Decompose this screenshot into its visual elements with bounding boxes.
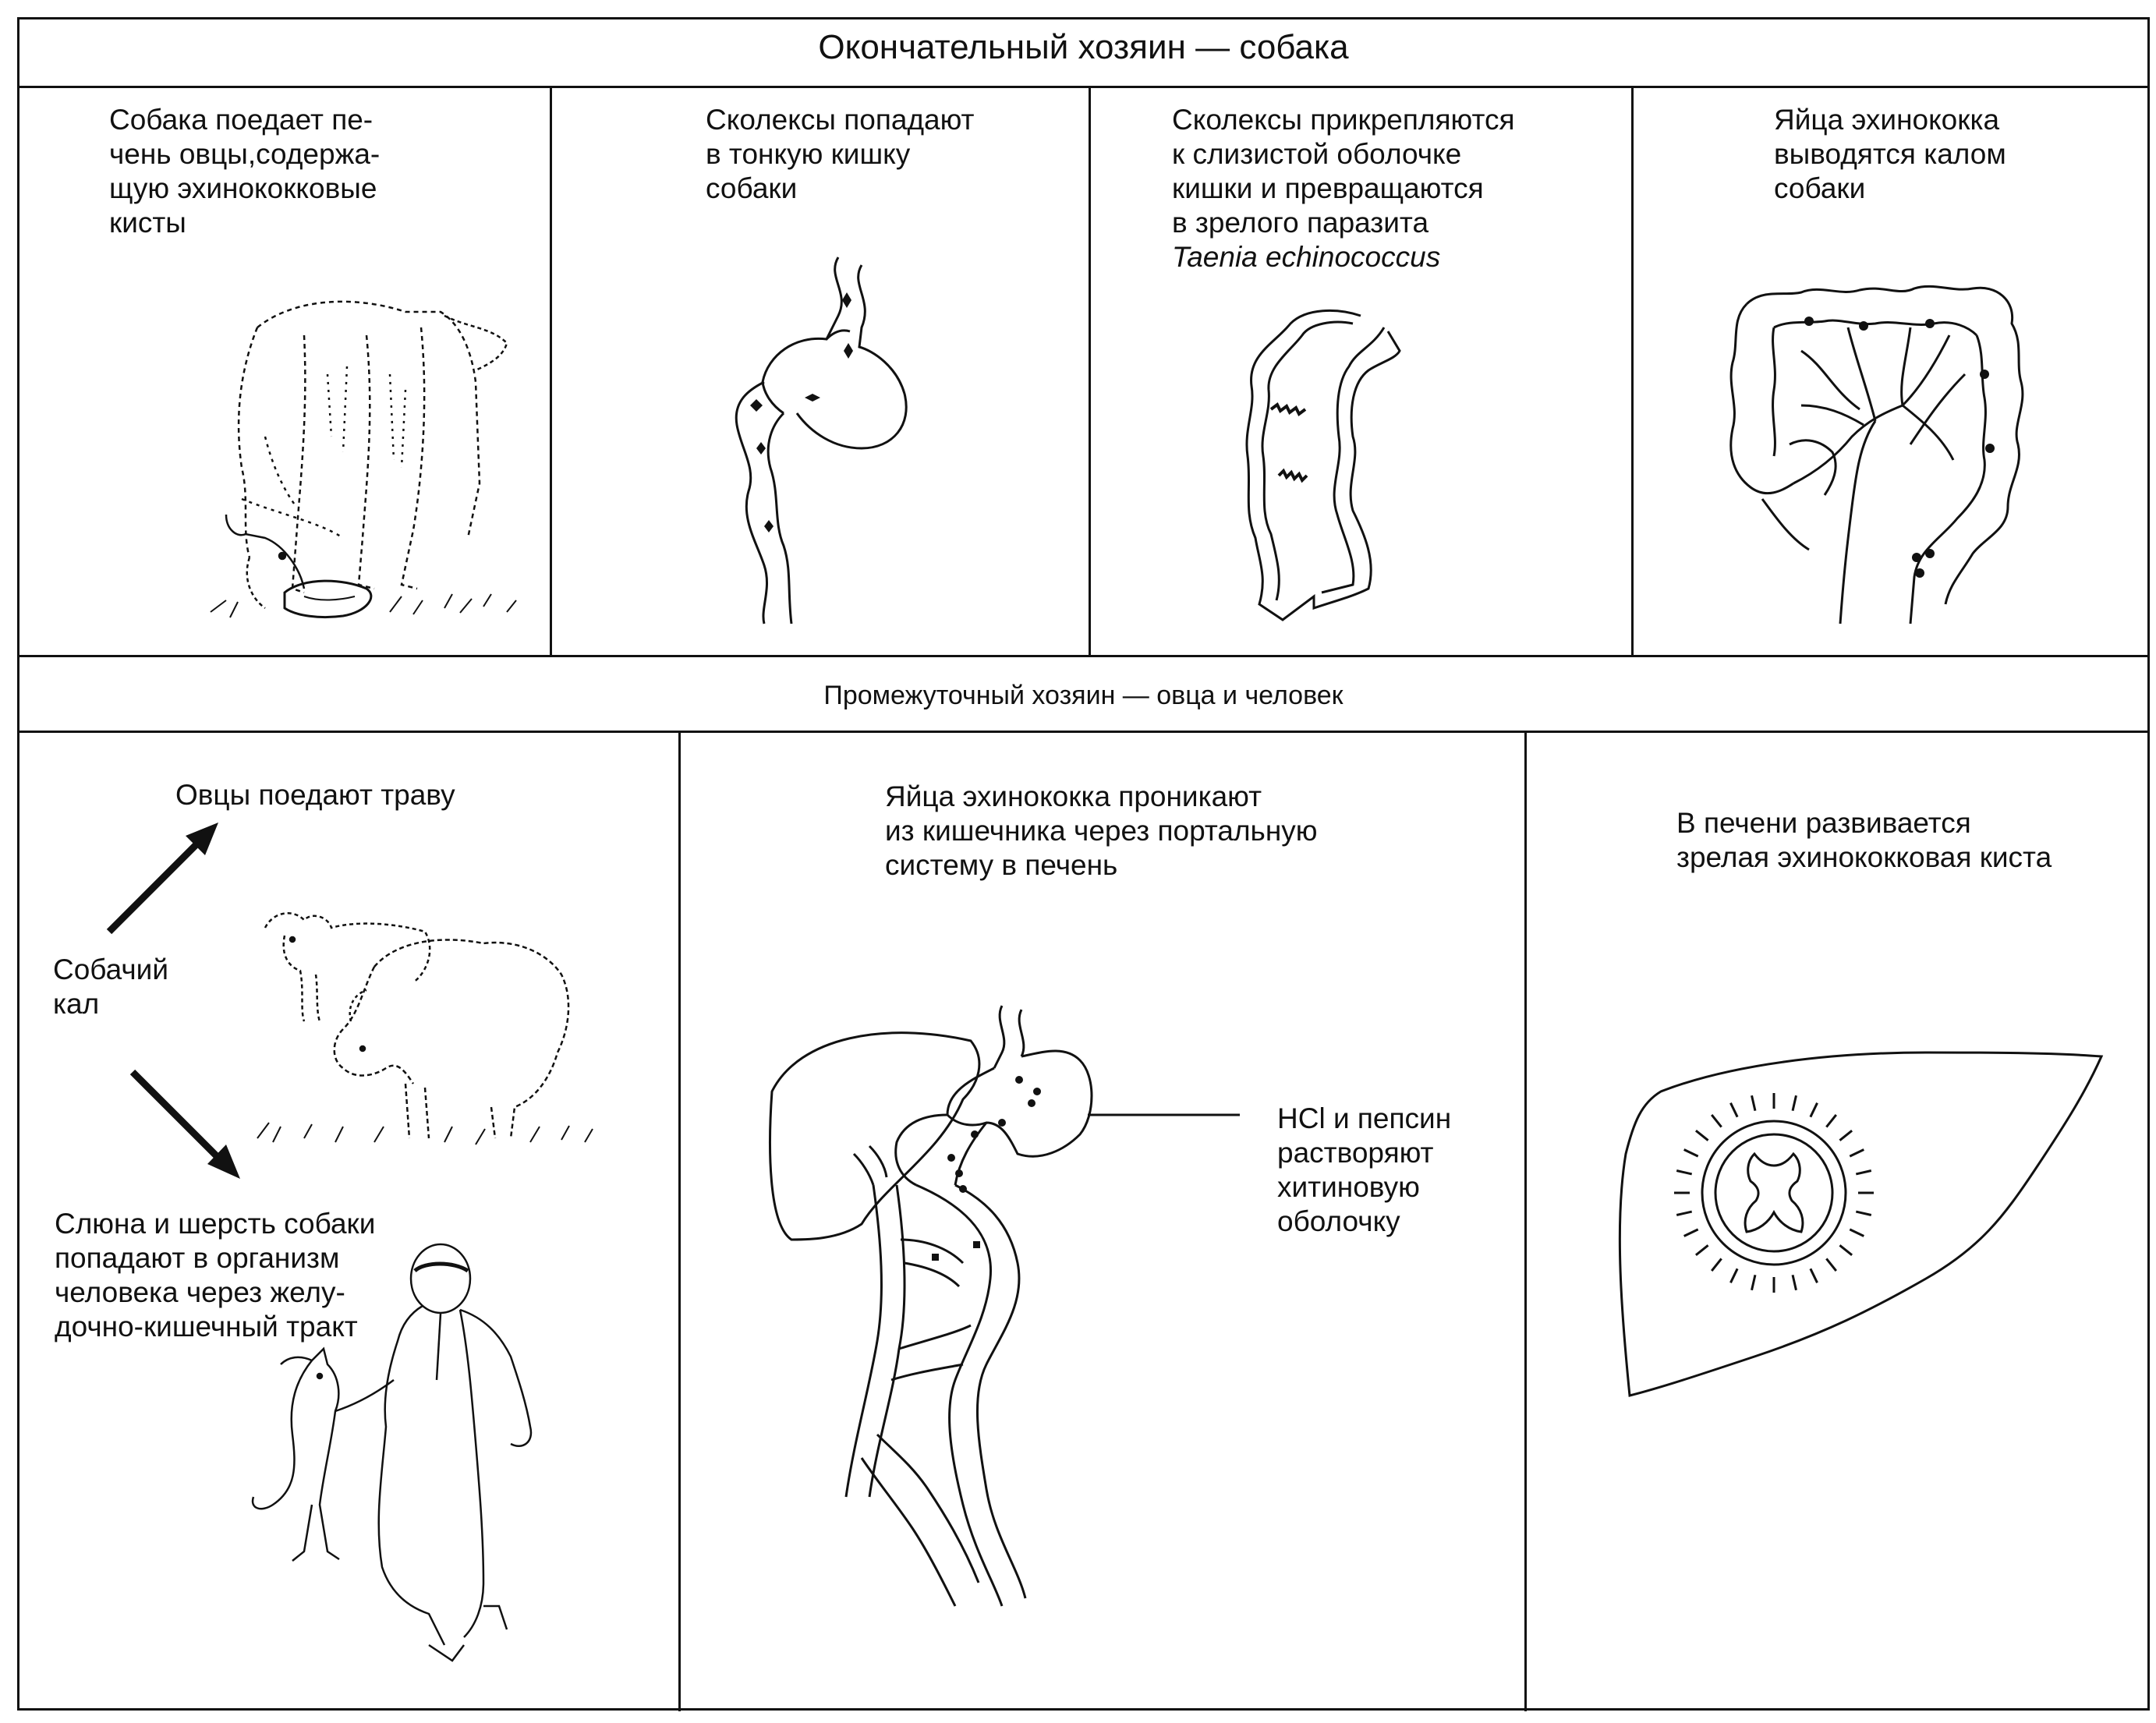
cyst-ray [1856,1171,1871,1174]
hcl-pepsin-annotation: HCl и пепсин растворяют хитиновую оболоч… [1277,1102,1452,1237]
cyst-ray [1811,1268,1818,1283]
portal-system-illustration [752,1006,1283,1614]
cyst-ray [1850,1229,1864,1237]
panel-4-caption: Яйца эхинококка выводятся калом собаки [1774,104,2006,204]
stomach-small-intestine-illustration [717,257,967,624]
bottom-header-divider [17,731,2150,733]
cyst-ray [1730,1103,1737,1117]
dog-eating-liver-illustration [211,281,522,624]
human-infection-caption: Слюна и шерсть собаки попадают в организ… [55,1208,376,1343]
man-and-dog-illustration [250,1240,577,1676]
section-divider [17,655,2150,657]
cyst-ray [1676,1171,1691,1174]
cyst-ray [1676,1212,1691,1215]
top-header-divider [17,86,2150,88]
arrow-to-sheep [101,823,218,943]
cyst-ray [1839,1245,1852,1254]
top-col-divider-2 [1089,86,1091,656]
definitive-host-title: Окончательный хозяин — собака [818,28,1349,66]
panel-2-caption: Сколексы попадают в тонкую кишку собаки [706,104,975,204]
panel-3-caption: Сколексы прикрепляются к слизистой оболо… [1172,104,1515,239]
eggs-portal-system-caption: Яйца эхинококка проникают из кишечника ч… [885,780,1318,881]
intestine-attached-worms-illustration [1236,300,1423,620]
cyst-ray [1684,1229,1698,1237]
diagram-frame [17,17,2150,1711]
liver-cyst-caption: В печени развивается зрелая эхинококкова… [1676,807,2052,873]
top-col-divider-1 [550,86,552,656]
cyst-ray [1684,1149,1698,1156]
liver-with-cyst-illustration [1614,1045,2113,1403]
bottom-col-divider-2 [1524,731,1527,1711]
cyst-ray [1856,1212,1871,1215]
cyst-ray [1839,1130,1852,1140]
cyst-ray [1826,1115,1836,1127]
colon-with-eggs-illustration [1715,281,2043,624]
cyst-ray [1811,1103,1818,1117]
panel-3-species-name: Taenia echinococcus [1172,241,1441,273]
arrow-to-human [125,1060,240,1179]
dog-feces-label: Собачий кал [53,953,169,1020]
cyst-ray [1712,1115,1721,1127]
cyst-ray [1793,1095,1796,1110]
sheep-grazing-illustration [257,904,600,1154]
cyst-ray [1730,1268,1737,1283]
intermediate-host-title: Промежуточный хозяин — овца и человек [823,681,1344,710]
cyst-ray [1752,1095,1755,1110]
cyst-ray [1826,1258,1836,1271]
cyst-ray [1850,1149,1864,1156]
cyst-ray [1712,1258,1721,1271]
cyst-ray [1696,1245,1708,1254]
cyst-ray [1696,1130,1708,1140]
sheep-eat-grass-caption: Овцы поедают траву [175,779,455,811]
bottom-col-divider-1 [678,731,681,1711]
cyst-ray [1752,1275,1755,1290]
cyst-ray [1793,1275,1796,1290]
panel-1-caption: Собака поедает пе- чень овцы,содержа- щу… [109,104,381,239]
top-col-divider-3 [1631,86,1634,656]
